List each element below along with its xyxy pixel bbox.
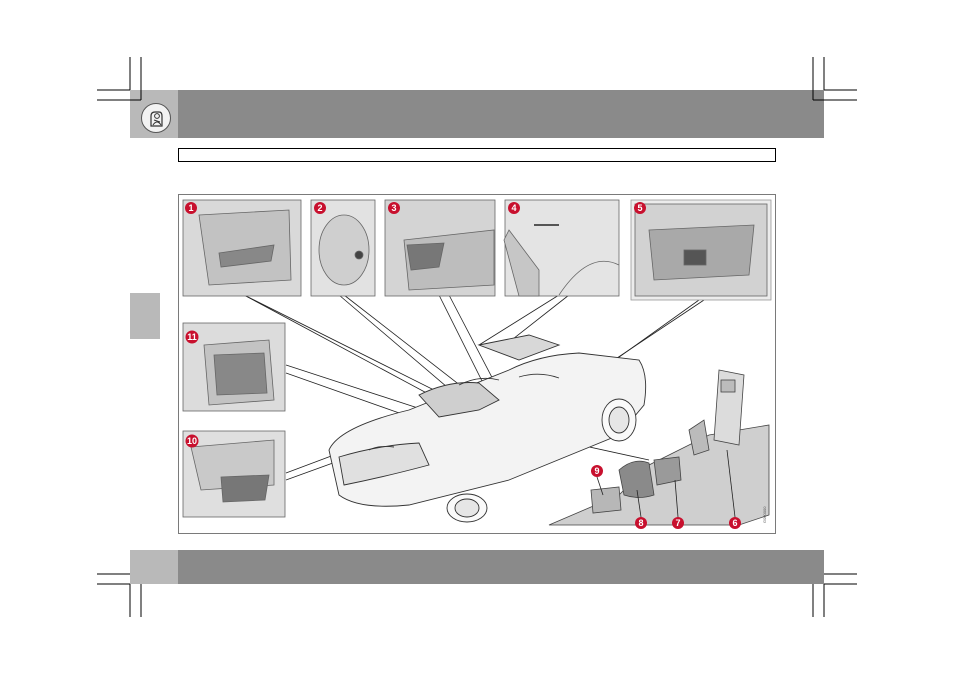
- svg-text:6: 6: [732, 518, 737, 528]
- svg-text:7: 7: [675, 518, 680, 528]
- svg-text:8: 8: [638, 518, 643, 528]
- storage-illustration: 1 2 3 4 5 6 7 8 9 10 11 G000000: [178, 194, 776, 534]
- callout-3: 3: [388, 202, 400, 214]
- callout-11: 11: [186, 331, 199, 344]
- callout-2: 2: [314, 202, 326, 214]
- callout-5: 5: [634, 202, 646, 214]
- svg-text:5: 5: [637, 203, 642, 213]
- callout-8: 8: [635, 517, 647, 529]
- svg-text:10: 10: [187, 436, 197, 446]
- callout-7: 7: [672, 517, 684, 529]
- footer-tab: [130, 550, 178, 584]
- callout-9: 9: [591, 465, 603, 477]
- svg-text:11: 11: [187, 332, 197, 342]
- svg-text:3: 3: [391, 203, 396, 213]
- callout-1: 1: [185, 202, 197, 214]
- svg-text:9: 9: [594, 466, 599, 476]
- callout-4: 4: [508, 202, 520, 214]
- svg-text:1: 1: [188, 203, 193, 213]
- svg-text:4: 4: [511, 203, 516, 213]
- image-code: G000000: [762, 506, 767, 523]
- svg-text:2: 2: [317, 203, 322, 213]
- callout-10: 10: [186, 435, 199, 448]
- callout-6: 6: [729, 517, 741, 529]
- footer-bar: [178, 550, 824, 584]
